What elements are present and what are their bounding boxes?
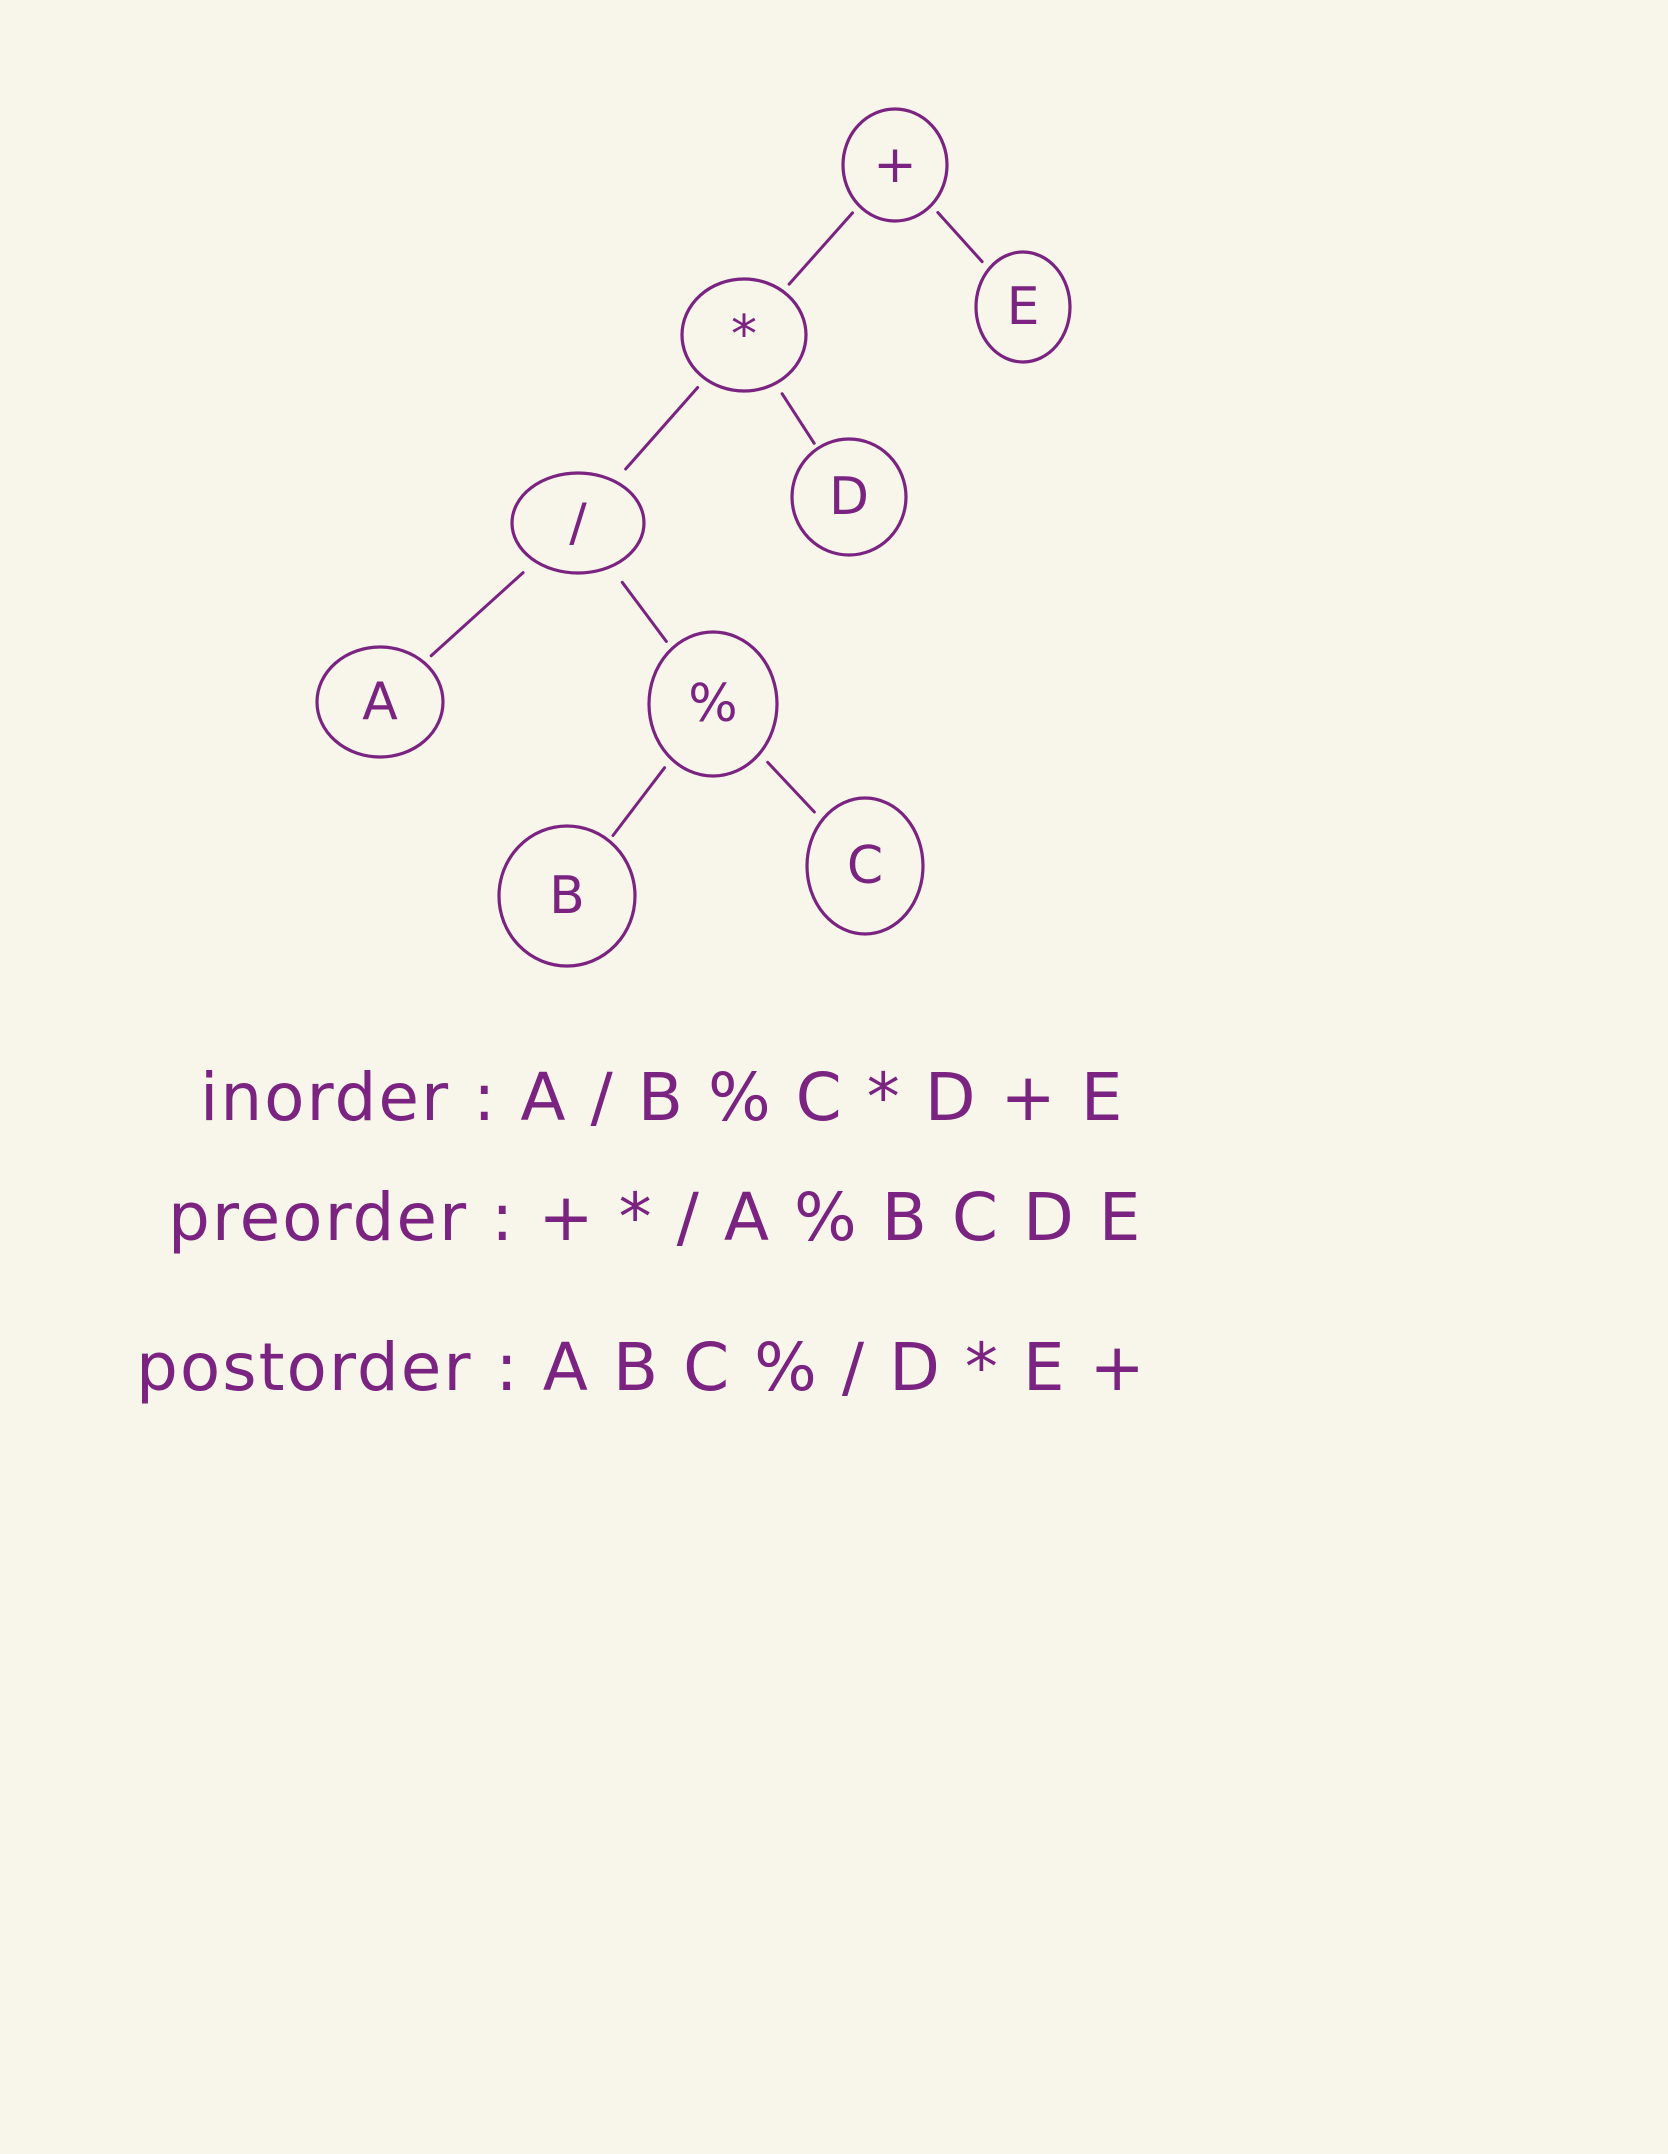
tree-node-plus: + (841, 107, 949, 223)
tree-node-C: C (805, 796, 925, 936)
node-label-plus: + (873, 135, 917, 195)
edge-div-mod (620, 580, 668, 643)
traversal-list: inorder : A / B % C * D + E preorder : +… (136, 1059, 1147, 1406)
node-label-A: A (362, 672, 398, 732)
node-circle-B (497, 824, 637, 968)
preorder-traversal: preorder : + * / A % B C D E (168, 1179, 1143, 1256)
node-circle-E (974, 250, 1072, 364)
tree-edges (429, 211, 984, 838)
node-label-D: D (829, 467, 869, 527)
tree-node-A: A (315, 645, 445, 759)
node-circle-div (510, 471, 646, 575)
tree-node-D: D (790, 437, 908, 557)
tree-node-B: B (497, 824, 637, 968)
tree-node-E: E (974, 250, 1072, 364)
edge-mod-C (766, 760, 816, 814)
node-label-times: * (731, 305, 757, 365)
edge-plus-E (936, 211, 984, 264)
edge-plus-times (787, 211, 854, 286)
node-circle-plus (841, 107, 949, 223)
tree-nodes: + * E / D A% B C (315, 107, 1072, 968)
tree-node-div: / (510, 471, 646, 575)
tree-node-times: * (680, 277, 808, 393)
node-circle-mod (647, 630, 779, 778)
node-circle-C (805, 796, 925, 936)
edge-mod-B (611, 766, 667, 838)
node-label-C: C (847, 836, 883, 896)
edge-times-div (624, 385, 700, 471)
node-label-B: B (549, 866, 585, 926)
postorder-traversal: postorder : A B C % / D * E + (136, 1329, 1147, 1406)
node-circle-A (315, 645, 445, 759)
tree-node-mod: % (647, 630, 779, 778)
node-label-mod: % (688, 674, 737, 734)
node-circle-D (790, 437, 908, 557)
node-label-div: / (569, 493, 587, 553)
node-label-E: E (1007, 277, 1040, 337)
inorder-traversal: inorder : A / B % C * D + E (200, 1059, 1124, 1136)
node-circle-times (680, 277, 808, 393)
edge-div-A (429, 571, 525, 658)
edge-times-D (780, 392, 816, 445)
